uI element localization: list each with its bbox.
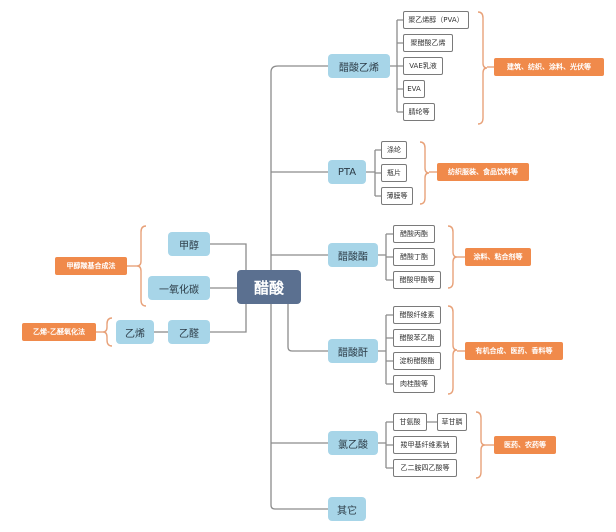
item-polyvinyl-acetate[interactable]: 聚醋酸乙烯 (403, 34, 453, 52)
source-ethylene[interactable]: 乙烯 (116, 320, 154, 344)
item-eva[interactable]: EVA (403, 80, 425, 98)
item-edta[interactable]: 乙二胺四乙酸等 (393, 459, 457, 477)
source-acetaldehyde[interactable]: 乙醛 (168, 320, 210, 344)
branch-acetic-anhydride[interactable]: 醋酸酐 (328, 339, 378, 363)
vinyl-acetate-comb (390, 19, 403, 113)
item-cinnamic-acid[interactable]: 肉桂酸等 (393, 375, 435, 393)
item-glycine[interactable]: 甘氨酸 (393, 413, 427, 431)
item-starch-acetate[interactable]: 淀粉醋酸酯 (393, 352, 441, 370)
item-glyphosate[interactable]: 草甘膦 (437, 413, 467, 431)
brace-chloroacetic (475, 411, 486, 479)
branch-chloroacetic-acid[interactable]: 氯乙酸 (328, 431, 378, 455)
branch-vinyl-acetate[interactable]: 醋酸乙烯 (328, 54, 390, 78)
note-methanol-carbonylation[interactable]: 甲醇羰基合成法 (55, 257, 127, 275)
methanol-link (210, 243, 247, 270)
brace-ethylene-oxidation (102, 317, 113, 347)
trunk-top-curve (270, 65, 279, 73)
brace-acetic-anhydride (447, 305, 458, 395)
pta-comb (366, 149, 381, 197)
source-carbon-monoxide[interactable]: 一氧化碳 (148, 276, 210, 300)
item-cmc-sodium[interactable]: 羧甲基纤维素钠 (393, 436, 457, 454)
note-ethylene-oxidation[interactable]: 乙烯-乙醛氧化法 (22, 323, 96, 341)
branch-acetate-ester[interactable]: 醋酸酯 (328, 243, 378, 267)
note-chloroacetic-uses[interactable]: 医药、农药等 (494, 436, 556, 454)
acetaldehyde-link (210, 304, 247, 333)
item-bottle-chip[interactable]: 瓶片 (381, 164, 407, 182)
trunk-vertical (270, 65, 328, 510)
item-propyl-acetate[interactable]: 醋酸丙酯 (393, 225, 435, 243)
item-butyl-acetate[interactable]: 醋酸丁酯 (393, 248, 435, 266)
item-polyester[interactable]: 涤纶 (381, 141, 407, 159)
item-film[interactable]: 薄膜等 (381, 187, 413, 205)
note-acetic-anhydride-uses[interactable]: 有机合成、医药、香料等 (465, 342, 563, 360)
root-node-acetic-acid[interactable]: 醋酸 (237, 270, 301, 304)
brace-pta (419, 141, 430, 205)
item-pva[interactable]: 聚乙烯醇（PVA） (403, 11, 469, 29)
brace-acetate-ester (447, 225, 458, 289)
acetic-anhydride-comb (378, 314, 393, 385)
note-acetate-ester-uses[interactable]: 涂料、粘合剂等 (465, 248, 531, 266)
source-methanol[interactable]: 甲醇 (168, 232, 210, 256)
note-pta-uses[interactable]: 纺织服装、食品饮料等 (437, 163, 529, 181)
chloroacetic-comb (378, 421, 437, 469)
item-cellulose-acetate[interactable]: 醋酸纤维素 (393, 306, 441, 324)
branch-pta[interactable]: PTA (328, 160, 366, 184)
acetate-ester-comb (378, 233, 393, 281)
item-methyl-acetate[interactable]: 醋酸甲酯等 (393, 271, 441, 289)
item-phenylethyl-acetate[interactable]: 醋酸苯乙酯 (393, 329, 441, 347)
item-vae-emulsion[interactable]: VAE乳液 (403, 57, 443, 75)
trunk-branch-links (271, 171, 328, 444)
brace-vinyl-acetate (477, 11, 488, 125)
brace-methanol-carbonylation (136, 225, 147, 307)
note-vinyl-acetate-uses[interactable]: 建筑、纺织、涂料、光伏等 (494, 58, 604, 76)
item-acrylic-fiber[interactable]: 腈纶等 (403, 103, 435, 121)
branch-other[interactable]: 其它 (328, 497, 366, 521)
